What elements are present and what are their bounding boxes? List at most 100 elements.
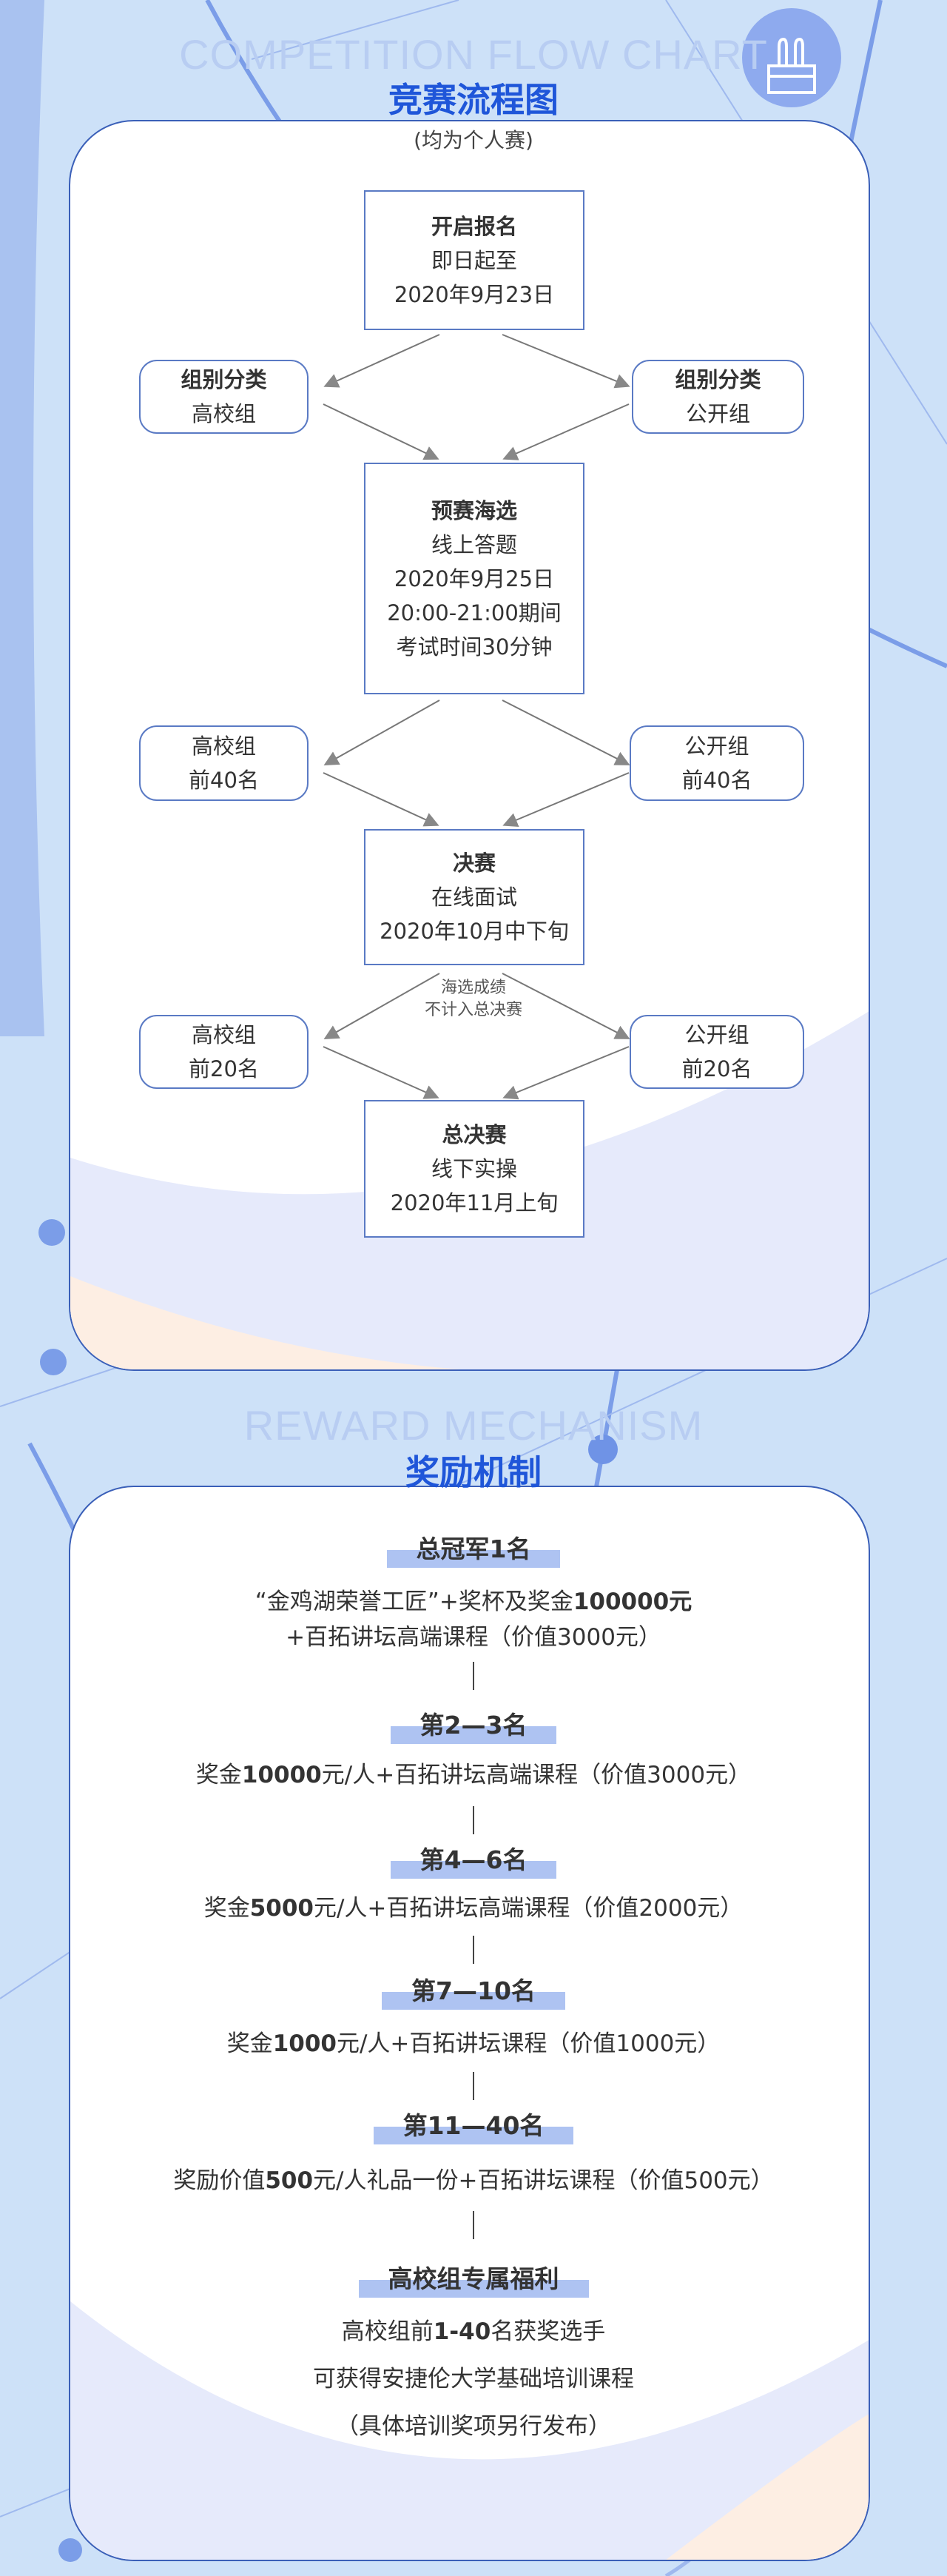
open-top40: 公开组 前40名 (630, 725, 804, 801)
rank-label: 第11—40名 (373, 2110, 574, 2144)
reward-detail-line: “金鸡湖荣誉工匠”+奖杯及奖金100000元 (0, 1584, 947, 1620)
rank-text: 第4—6名 (419, 1845, 528, 1874)
detail-text: 奖金 (195, 1762, 242, 1788)
tier-divider (473, 1662, 474, 1690)
detail-text: 元/人礼品一份+百拓讲坛课程（价值500元） (313, 2167, 774, 2194)
note-line: 海选成绩 (440, 979, 506, 997)
stage-line: 20:00-21:00期间 (387, 600, 562, 625)
reward-card (69, 1486, 870, 2561)
group-title: 组别分类 (181, 367, 267, 392)
detail-text: 奖金 (226, 2030, 273, 2057)
reward-detail-line: 奖金1000元/人+百拓讲坛课程（价值1000元） (0, 2026, 947, 2062)
rank-text: 第11—40名 (402, 2111, 545, 2140)
group-line: 前20名 (189, 1056, 259, 1081)
reward-title: 奖励机制 (405, 1452, 542, 1492)
trophy-toolbox-icon (767, 37, 816, 94)
flow-subtitle: (均为个人赛) (414, 128, 533, 152)
stage-line: 即日起至 (431, 247, 517, 273)
rank-highlight (382, 1992, 565, 2010)
card-decoration (70, 2301, 869, 2560)
detail-text: 奖励价值 (173, 2167, 266, 2194)
reward-detail-line: 高校组前1-40名获奖选手 (0, 2314, 947, 2349)
reward-detail-line: （具体培训奖项另行发布） (0, 2409, 947, 2444)
group-line: 公开组 (684, 734, 749, 759)
group-line: 公开组 (685, 401, 750, 426)
stage-line: 线上答题 (431, 531, 517, 557)
open-top20: 公开组 前20名 (630, 1015, 804, 1089)
stage-title: 总决赛 (442, 1122, 507, 1147)
detail-amount: 500 (265, 2167, 314, 2194)
stage-title: 决赛 (452, 851, 496, 876)
group-line: 高校组 (191, 734, 256, 759)
group-open: 组别分类 公开组 (632, 360, 804, 434)
university-top20: 高校组 前20名 (139, 1015, 309, 1089)
stage-title: 预赛海选 (431, 497, 517, 523)
tier-divider (473, 2072, 474, 2100)
rank-highlight (390, 1861, 557, 1879)
reward-tier-rank: 第4—6名 (0, 1845, 947, 1879)
rank-highlight (358, 2280, 589, 2298)
stage-line: 2020年9月25日 (394, 566, 555, 591)
detail-text: （具体培训奖项另行发布） (336, 2413, 611, 2440)
group-line: 前40名 (189, 768, 259, 793)
stage-grand-final: 总决赛 线下实操 2020年11月上旬 (364, 1100, 584, 1238)
score-note: 海选成绩 不计入总决赛 (400, 977, 547, 1022)
detail-amount: 1000 (272, 2030, 337, 2057)
detail-text: 高校组前 (341, 2318, 434, 2345)
reward-detail-line: 可获得安捷伦大学基础培训课程 (0, 2361, 947, 2397)
group-university: 组别分类 高校组 (139, 360, 309, 434)
flow-title: 竞赛流程图 (388, 80, 559, 120)
stage-line: 在线面试 (431, 885, 517, 910)
rank-label: 第4—6名 (390, 1845, 557, 1879)
reward-tier-rank: 高校组专属福利 (0, 2264, 947, 2298)
rank-text: 高校组专属福利 (388, 2264, 559, 2293)
rank-highlight (386, 1550, 561, 1568)
stage-registration: 开启报名 即日起至 2020年9月23日 (364, 190, 584, 330)
rank-highlight (390, 1726, 557, 1744)
reward-tier-rank: 第7—10名 (0, 1976, 947, 2010)
detail-amount: 1-40 (433, 2318, 491, 2345)
detail-amount: 10000 (241, 1762, 322, 1788)
reward-detail-line: 奖励价值500元/人礼品一份+百拓讲坛课程（价值500元） (0, 2163, 947, 2198)
reward-tier-rank: 总冠军1名 (0, 1534, 947, 1568)
detail-text: 元/人+百拓讲坛高端课程（价值2000元） (313, 1895, 744, 1922)
rank-label: 第2—3名 (390, 1710, 557, 1744)
detail-text: 元/人+百拓讲坛高端课程（价值3000元） (321, 1762, 752, 1788)
reward-tier-rank: 第2—3名 (0, 1710, 947, 1744)
stage-line: 线下实操 (431, 1156, 517, 1181)
reward-detail-line: 奖金5000元/人+百拓讲坛高端课程（价值2000元） (0, 1891, 947, 1926)
detail-text: 元/人+百拓讲坛课程（价值1000元） (336, 2030, 721, 2057)
detail-amount: 5000 (249, 1895, 314, 1922)
group-line: 前40名 (681, 768, 752, 793)
header-icon-badge (742, 8, 841, 107)
university-top40: 高校组 前40名 (139, 725, 309, 801)
reward-watermark: REWARD MECHANISM (243, 1402, 704, 1449)
tier-divider (473, 2211, 474, 2239)
rank-label: 总冠军1名 (386, 1534, 561, 1568)
rank-text: 第7—10名 (411, 1976, 536, 2005)
tier-divider (473, 1936, 474, 1964)
stage-line: 2020年9月23日 (394, 281, 555, 307)
rank-text: 第2—3名 (419, 1711, 528, 1740)
detail-text: 名获奖选手 (491, 2318, 606, 2345)
detail-text: 奖金 (203, 1895, 250, 1922)
stage-title: 开启报名 (431, 213, 517, 239)
group-line: 前20名 (681, 1056, 752, 1081)
flow-watermark: COMPETITION FLOW CHART (179, 31, 768, 78)
stage-line: 2020年11月上旬 (390, 1190, 559, 1215)
stage-line: 考试时间30分钟 (396, 634, 553, 660)
group-line: 高校组 (191, 401, 256, 426)
stage-final: 决赛 在线面试 2020年10月中下旬 (364, 829, 584, 965)
detail-text: “金鸡湖荣誉工匠”+奖杯及奖金 (255, 1589, 573, 1615)
detail-text: 可获得安捷伦大学基础培训课程 (313, 2366, 634, 2392)
stage-preliminary: 预赛海选 线上答题 2020年9月25日 20:00-21:00期间 考试时间3… (364, 463, 584, 694)
group-title: 组别分类 (675, 367, 761, 392)
note-line: 不计入总决赛 (424, 1001, 522, 1019)
detail-amount: 100000元 (573, 1589, 692, 1615)
tier-divider (473, 1806, 474, 1834)
rank-label: 高校组专属福利 (358, 2264, 589, 2298)
stage-line: 2020年10月中下旬 (380, 919, 569, 944)
reward-detail-line: 奖金10000元/人+百拓讲坛高端课程（价值3000元） (0, 1757, 947, 1793)
group-line: 高校组 (191, 1022, 256, 1047)
detail-text: +百拓讲坛高端课程（价值3000元） (286, 1624, 661, 1651)
